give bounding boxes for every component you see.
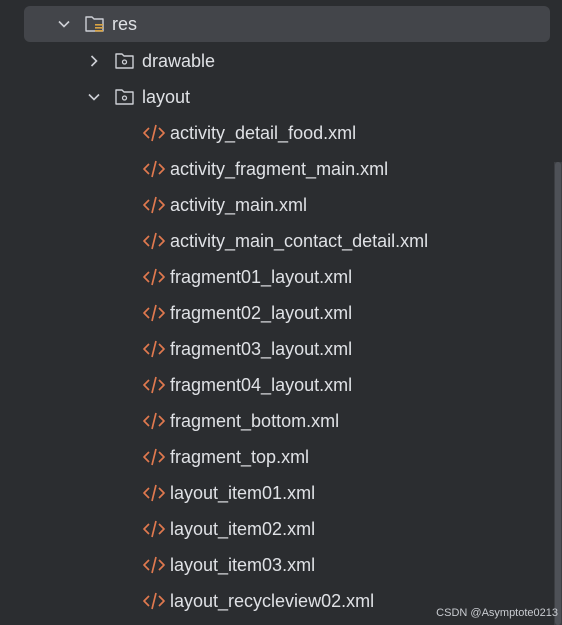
xml-file-icon bbox=[142, 411, 166, 431]
tree-item-res[interactable]: res bbox=[0, 6, 137, 42]
chevron-right-icon[interactable] bbox=[86, 53, 102, 69]
tree-item-label: layout_item02.xml bbox=[170, 519, 316, 539]
tree-item-file[interactable]: activity_main.xml bbox=[0, 187, 307, 223]
scrollbar-thumb[interactable] bbox=[555, 162, 561, 625]
tree-item-drawable[interactable]: drawable bbox=[0, 43, 215, 79]
tree-item-label: activity_detail_food.xml bbox=[170, 123, 357, 143]
tree-item-file[interactable]: layout_item03.xml bbox=[0, 547, 315, 583]
watermark: CSDN @Asymptote0213 bbox=[436, 607, 558, 619]
tree-item-file[interactable]: fragment_bottom.xml bbox=[0, 403, 339, 439]
xml-file-icon bbox=[142, 231, 166, 251]
tree-item-label: activity_main_contact_detail.xml bbox=[170, 231, 429, 251]
xml-file-icon bbox=[142, 519, 166, 539]
tree-item-file[interactable]: layout_item01.xml bbox=[0, 475, 315, 511]
tree-item-file[interactable]: fragment02_layout.xml bbox=[0, 295, 352, 331]
xml-file-icon bbox=[142, 195, 166, 215]
tree-item-file[interactable]: layout_item02.xml bbox=[0, 511, 315, 547]
xml-file-icon bbox=[142, 303, 166, 323]
xml-file-icon bbox=[142, 123, 166, 143]
folder-icon bbox=[114, 87, 136, 107]
tree-item-label: layout_item03.xml bbox=[170, 555, 316, 575]
tree-item-label: layout_item01.xml bbox=[170, 483, 316, 503]
tree-item-label: activity_fragment_main.xml bbox=[170, 159, 389, 179]
tree-item-label: fragment_bottom.xml bbox=[170, 411, 340, 431]
xml-file-icon bbox=[142, 555, 166, 575]
tree-item-label: drawable bbox=[142, 51, 216, 71]
xml-file-icon bbox=[142, 447, 166, 467]
tree-item-label: res bbox=[112, 14, 138, 34]
xml-file-icon bbox=[142, 375, 166, 395]
tree-item-file[interactable]: fragment03_layout.xml bbox=[0, 331, 352, 367]
tree-item-file[interactable]: activity_main_contact_detail.xml bbox=[0, 223, 428, 259]
tree-item-file[interactable]: activity_fragment_main.xml bbox=[0, 151, 388, 187]
tree-item-label: layout bbox=[142, 87, 191, 107]
xml-file-icon bbox=[142, 267, 166, 287]
tree-item-label: fragment01_layout.xml bbox=[170, 267, 353, 287]
tree-item-file[interactable]: activity_detail_food.xml bbox=[0, 115, 356, 151]
chevron-down-icon[interactable] bbox=[86, 89, 102, 105]
resource-folder-icon bbox=[84, 14, 106, 34]
tree-item-label: fragment_top.xml bbox=[170, 447, 310, 467]
xml-file-icon bbox=[142, 339, 166, 359]
tree-item-file[interactable]: fragment01_layout.xml bbox=[0, 259, 352, 295]
selected-row-highlight bbox=[24, 6, 550, 42]
chevron-down-icon[interactable] bbox=[56, 16, 72, 32]
xml-file-icon bbox=[142, 483, 166, 503]
tree-item-layout[interactable]: layout bbox=[0, 79, 190, 115]
tree-item-label: layout_recycleview02.xml bbox=[170, 591, 375, 611]
folder-icon bbox=[114, 51, 136, 71]
tree-item-label: fragment02_layout.xml bbox=[170, 303, 353, 323]
tree-item-file[interactable]: layout_recycleview02.xml bbox=[0, 583, 374, 619]
tree-item-file[interactable]: fragment04_layout.xml bbox=[0, 367, 352, 403]
tree-item-label: activity_main.xml bbox=[170, 195, 308, 215]
xml-file-icon bbox=[142, 159, 166, 179]
xml-file-icon bbox=[142, 591, 166, 611]
tree-item-label: fragment03_layout.xml bbox=[170, 339, 353, 359]
tree-item-file[interactable]: fragment_top.xml bbox=[0, 439, 309, 475]
tree-item-label: fragment04_layout.xml bbox=[170, 375, 353, 395]
